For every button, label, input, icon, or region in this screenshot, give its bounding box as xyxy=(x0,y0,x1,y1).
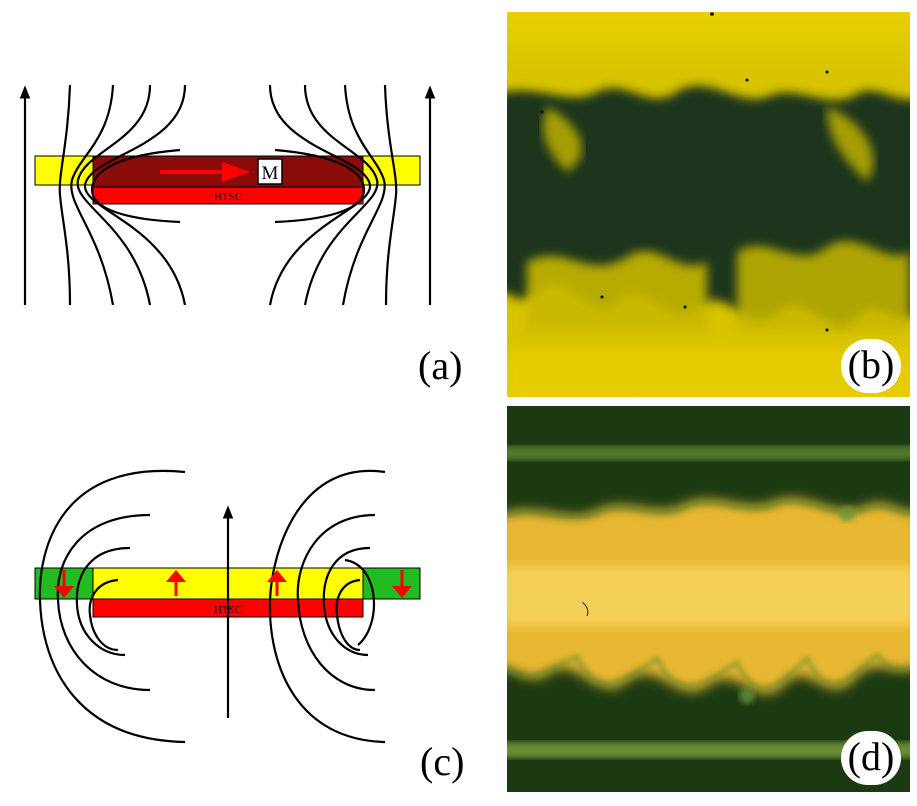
panel-a-diagram: HTSC M (a) xyxy=(0,0,480,400)
panel-b-image xyxy=(507,12,910,397)
magnetization-arrowhead xyxy=(222,162,250,182)
magnetization-box xyxy=(257,158,283,185)
panel-c-svg: HTSC xyxy=(34,469,421,744)
field-loops-left xyxy=(38,469,186,744)
panel-b-label: (b) xyxy=(841,339,901,393)
panel-c-label: (c) xyxy=(420,739,465,784)
panel-d-image xyxy=(507,406,910,792)
magnetization-label: M xyxy=(262,163,279,184)
panel-a-label: (a) xyxy=(418,343,463,388)
panel-d-label: (d) xyxy=(841,731,901,785)
htsc-label: HTSC xyxy=(214,191,242,203)
panel-c-diagram: HTSC (c) xyxy=(0,400,480,801)
magnetization-arrows xyxy=(54,570,412,598)
field-loops-right xyxy=(268,469,386,744)
panel-b-photo: (b) xyxy=(507,12,910,397)
panel-d-photo: (d) xyxy=(507,406,910,792)
field-lines-right xyxy=(268,84,436,306)
field-lines-left xyxy=(19,84,187,306)
panel-a-svg: HTSC M xyxy=(19,84,436,306)
